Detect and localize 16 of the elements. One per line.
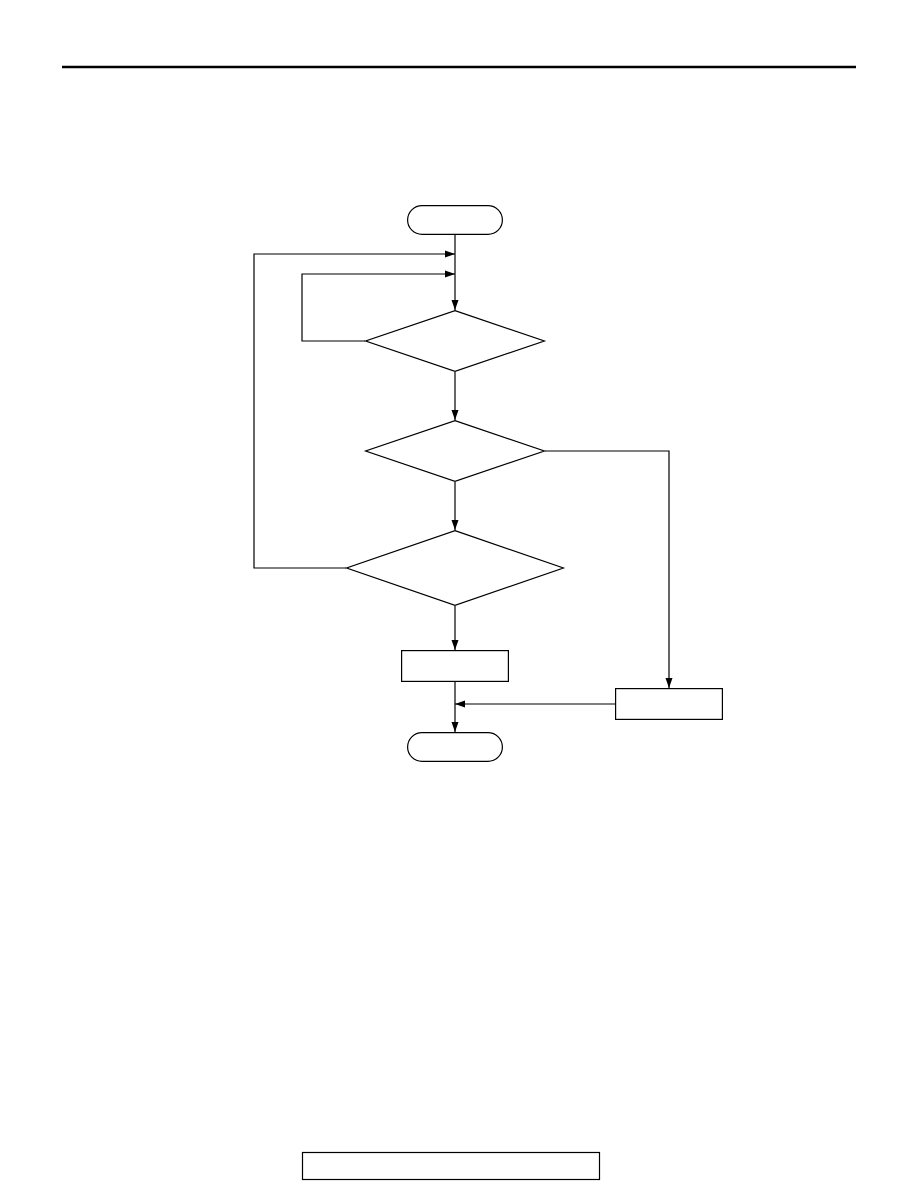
- arrow: [451, 605, 459, 651]
- arrow: [253, 250, 456, 569]
- arrow: [544, 450, 673, 689]
- arrow: [451, 234, 459, 311]
- decision-diamond: [365, 420, 545, 482]
- arrow: [451, 481, 459, 531]
- decision-diamond: [346, 530, 564, 606]
- process-box: [401, 650, 509, 682]
- arrow: [454, 700, 616, 708]
- arrow: [301, 270, 456, 342]
- decision-diamond: [365, 310, 545, 372]
- arrow: [451, 681, 459, 733]
- arrow: [451, 371, 459, 421]
- terminal-pill: [407, 732, 503, 762]
- terminal-pill: [407, 205, 503, 235]
- process-box: [615, 688, 723, 720]
